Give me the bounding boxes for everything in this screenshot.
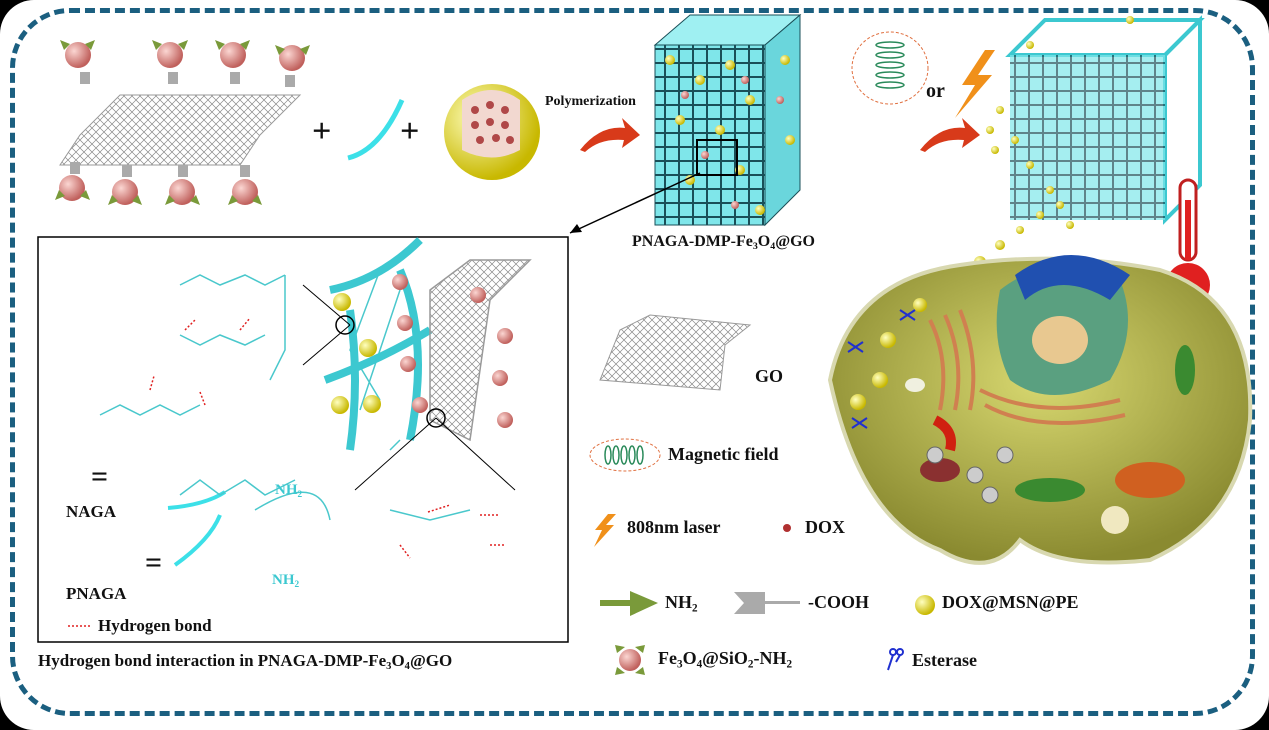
naga-label: NAGA [66,502,117,521]
legend-fe3o4-label: Fe3O4@SiO2-NH2 [658,648,793,671]
inset-particles [331,274,513,428]
legend-nh2-arrow-icon [600,591,658,616]
inset-box [37,236,569,643]
legend-cooh-icon [734,592,800,614]
legend-magnetic-icon [589,438,661,472]
legend-go-sheet-icon [599,314,752,391]
legend-laser-icon [594,514,616,547]
naga-formula-nh2: NH2 [275,482,303,500]
dashed-frame [10,8,1255,716]
legend-dox-label: DOX [805,517,845,537]
cancer-cell-illustration [827,255,1253,565]
magnetic-coil-icon [851,31,929,105]
legend-dox-msn-icon [915,595,935,615]
legend-nh2-label: NH2 [665,592,698,615]
dox-msn-pe-sphere [444,84,540,180]
hydrogen-bond-label: Hydrogen bond [98,616,212,635]
polymerization-label: Polymerization [545,94,636,109]
pnaga-formula-nh2: NH2 [272,572,300,590]
legend-go-label: GO [755,366,784,386]
legend-dox-dot-icon [783,524,791,532]
naga-monomer-icon [347,98,405,161]
laser-lightning-icon [955,50,995,118]
legend-esterase-scissors-icon [887,648,904,671]
go-sheet-with-particles [55,40,310,205]
legend-esterase-label: Esterase [912,650,977,670]
legend-magnetic-label: Magnetic field [668,444,779,464]
polymerization-arrow-icon [580,118,640,152]
equals-sign: = [145,546,163,579]
legend-laser-label: 808nm laser [627,517,721,537]
hydrogel-cube [569,13,802,234]
pnaga-hydrogen-bond-structure [99,237,532,567]
product-label: PNAGA-DMP-Fe3O4@GO [632,233,815,252]
legend-cooh-label: -COOH [808,592,869,612]
pnaga-label: PNAGA [66,584,127,603]
equals-sign: = [91,460,109,493]
or-label: or [926,80,945,102]
hydrogen-bond-dots [68,317,505,627]
release-arrow-icon [920,118,980,152]
inset-caption: Hydrogen bond interaction in PNAGA-DMP-F… [38,651,453,673]
plus-sign: + [312,113,332,150]
legend-fe3o4-particle-icon [615,645,645,675]
legend-dox-msn-label: DOX@MSN@PE [942,592,1079,612]
plus-sign: + [400,113,420,150]
